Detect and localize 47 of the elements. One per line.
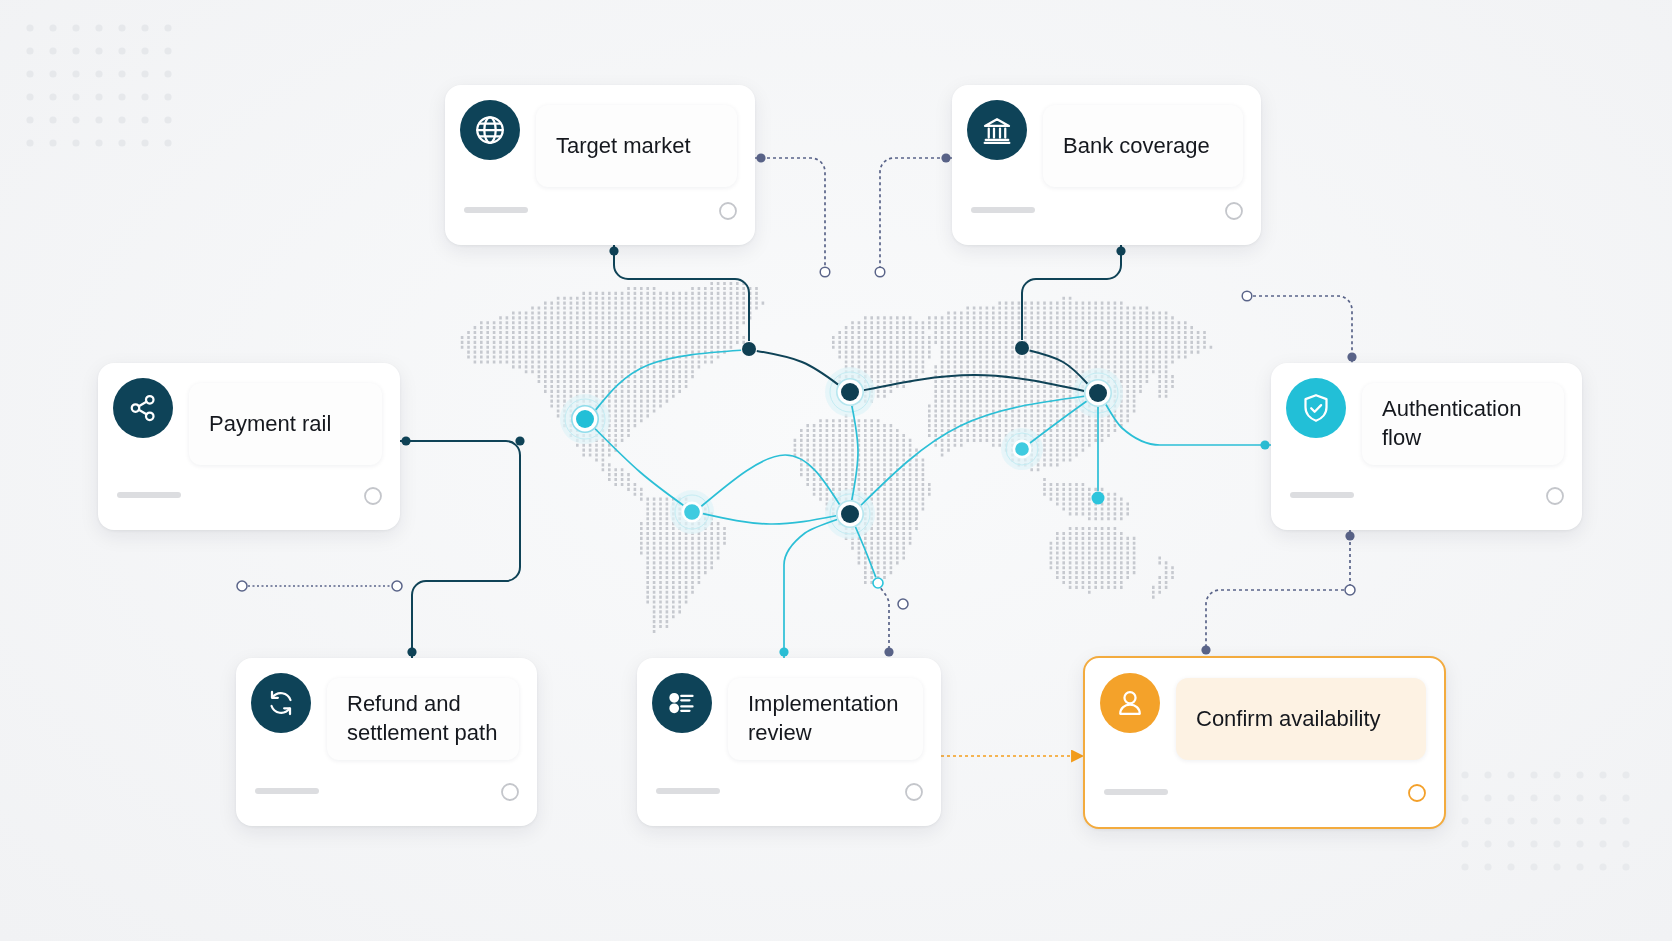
card-title: Payment rail	[189, 383, 382, 465]
info-card	[637, 658, 941, 826]
card-title: Bank coverage	[1043, 105, 1243, 187]
location-marker	[1084, 379, 1112, 407]
connector-line	[1021, 244, 1126, 341]
location-marker	[1014, 340, 1030, 356]
connector-line	[1097, 406, 1099, 492]
connector-line	[700, 454, 841, 508]
location-marker	[1012, 439, 1032, 459]
location-marker	[741, 341, 757, 357]
info-card	[1271, 363, 1582, 530]
connector-line	[594, 349, 742, 411]
info-card	[445, 85, 755, 245]
location-marker	[836, 378, 864, 406]
info-card	[952, 85, 1261, 245]
arrow	[940, 749, 1085, 763]
location-marker	[1091, 491, 1105, 505]
card-title: Confirm availability	[1176, 678, 1426, 760]
connector-line	[874, 153, 953, 278]
info-card	[236, 658, 537, 826]
location-marker	[571, 405, 599, 433]
connector-line	[879, 587, 894, 659]
connector-line	[594, 427, 685, 507]
connector-line	[1201, 529, 1355, 657]
connector-line	[1105, 403, 1272, 450]
connector-line	[862, 374, 1086, 392]
connector-line	[702, 512, 837, 525]
connector-line	[854, 526, 877, 579]
info-card	[1083, 656, 1446, 829]
card-title: Implementation review	[728, 678, 923, 760]
location-marker	[681, 501, 703, 523]
location-marker	[872, 577, 884, 589]
info-card	[98, 363, 400, 530]
card-title: Target market	[536, 105, 737, 187]
connector-line	[1241, 290, 1357, 364]
connector-line	[850, 405, 859, 501]
connector-line	[1028, 349, 1089, 385]
connector-line	[860, 395, 1086, 507]
connector-line	[755, 349, 840, 386]
connector-line	[609, 244, 750, 342]
location-marker	[836, 500, 864, 528]
connector-line	[779, 518, 838, 659]
connector-line	[1029, 400, 1088, 444]
connector-line	[754, 153, 831, 278]
card-title: Authentication flow	[1362, 383, 1564, 465]
card-title: Refund and settlement path	[327, 678, 519, 760]
connector-line	[399, 436, 521, 659]
